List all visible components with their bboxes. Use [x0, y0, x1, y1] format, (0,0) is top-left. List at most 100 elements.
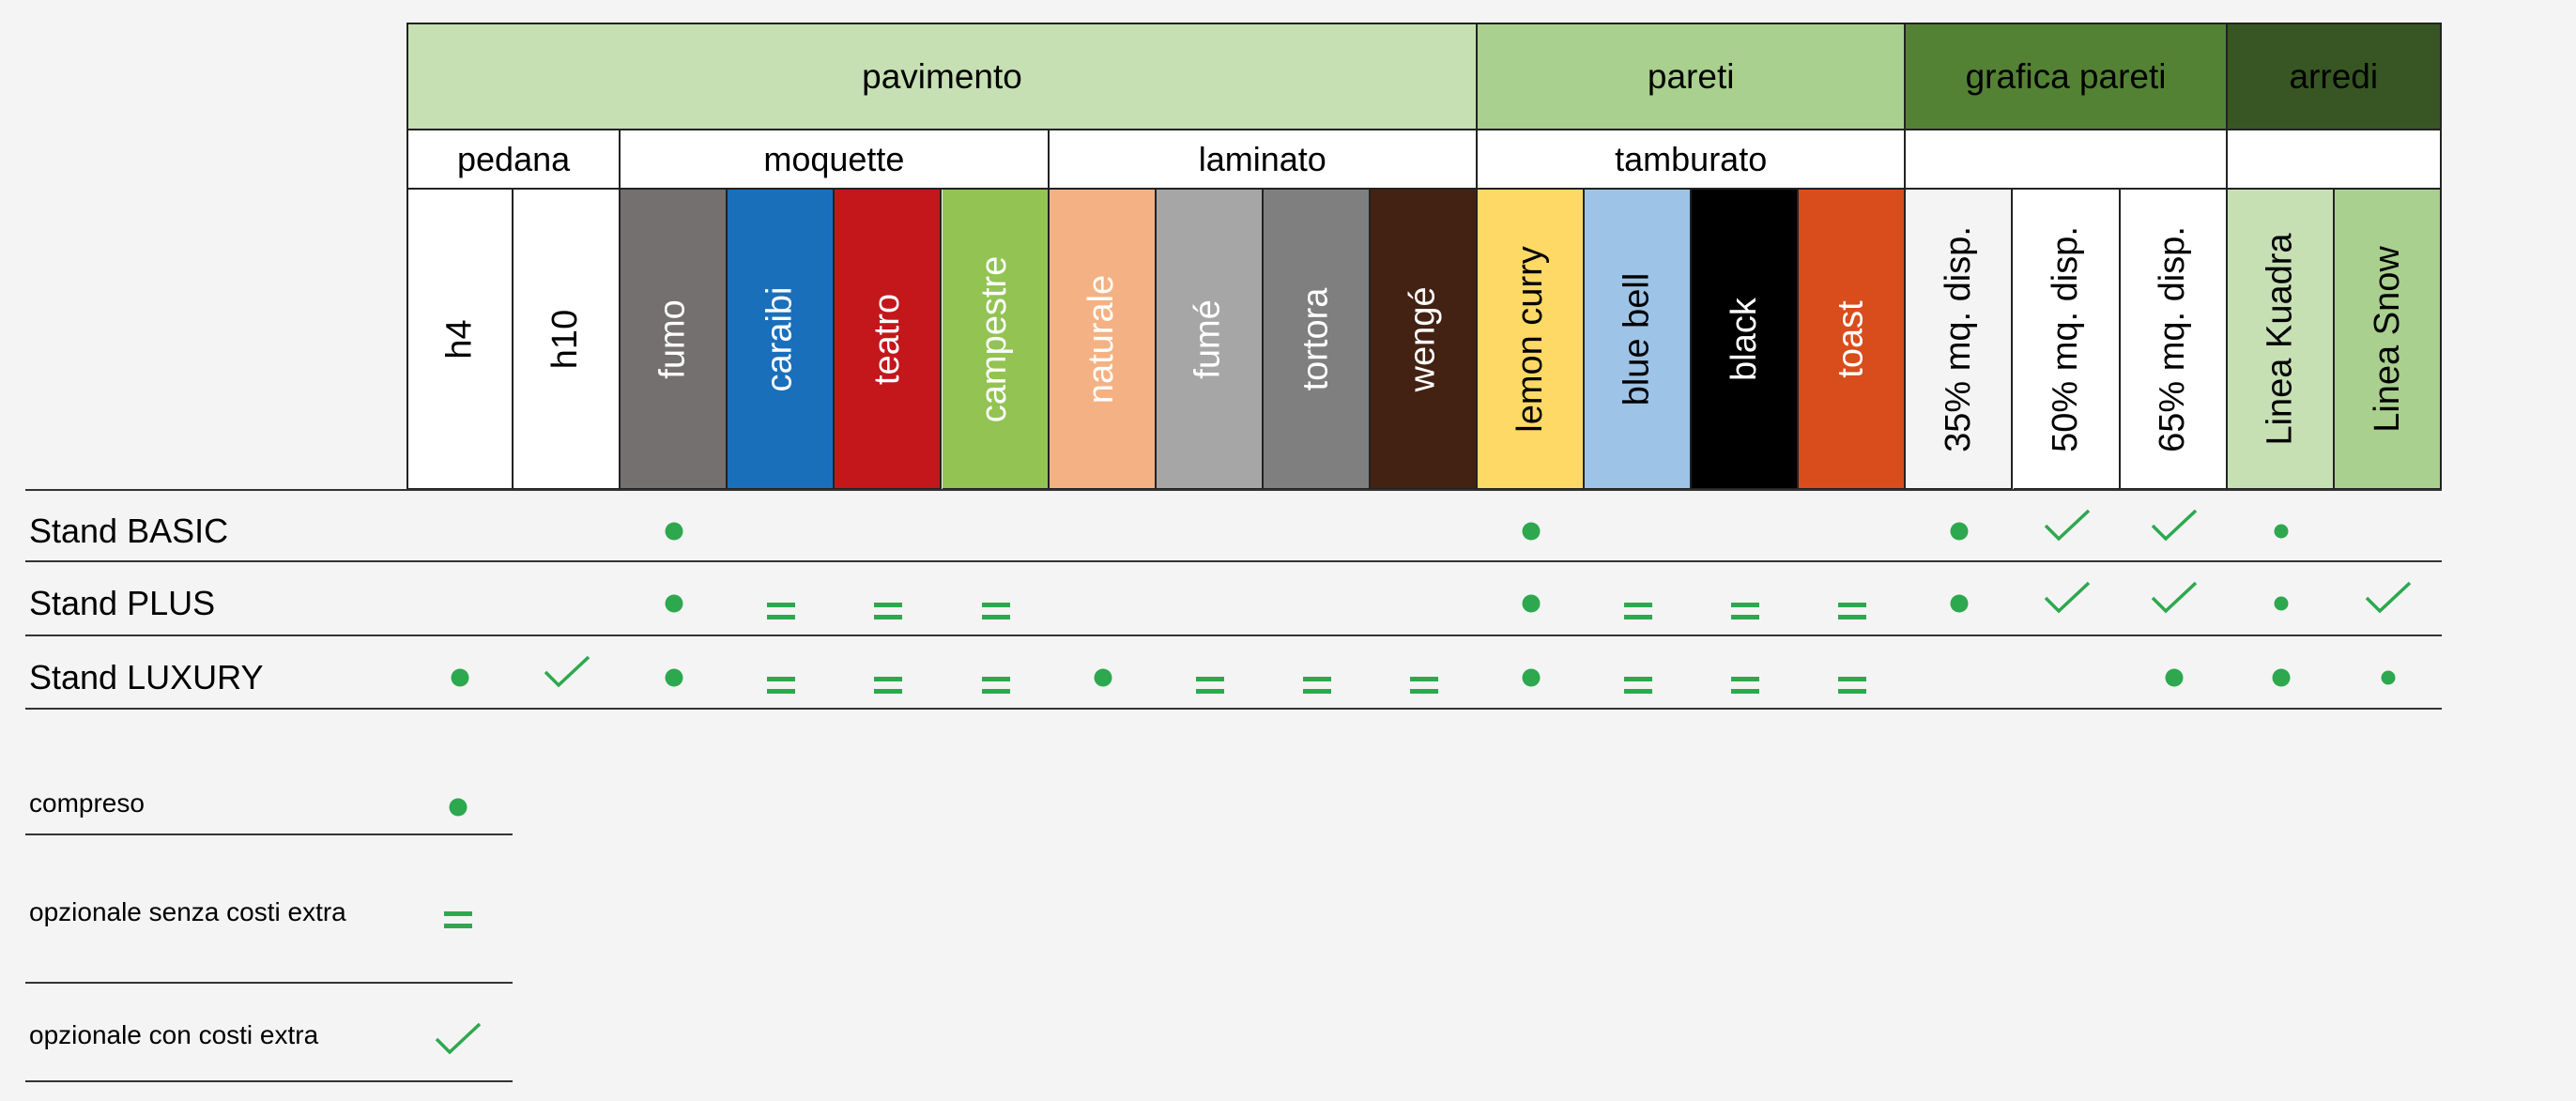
column-header: blue bell: [1585, 190, 1693, 490]
column-label: Linea Snow: [2367, 245, 2407, 433]
included-dot-icon: [2274, 524, 2289, 539]
optional-extra-check-icon: [2043, 507, 2092, 544]
column-header: lemon curry: [1478, 190, 1586, 490]
column-label: toast: [1831, 299, 1871, 378]
optional-free-equals-icon: [1731, 603, 1760, 619]
column-label: fumo: [652, 298, 693, 379]
optional-free-equals-icon: [874, 677, 903, 694]
included-dot-icon: [451, 668, 469, 687]
included-dot-icon: [665, 668, 683, 687]
column-header: toast: [1799, 190, 1907, 490]
included-dot-icon: [2165, 668, 2184, 687]
optional-free-equals-icon: [767, 603, 796, 619]
legend-divider: [25, 1080, 513, 1082]
legend-dot-icon: [449, 798, 468, 817]
optional-free-equals-icon: [1624, 677, 1653, 694]
column-header: campestre: [942, 190, 1050, 490]
column-header: h4: [406, 190, 514, 490]
subgroup-header-grafica-empty: [1906, 130, 2228, 190]
included-dot-icon: [1950, 522, 1969, 541]
optional-free-equals-icon: [1838, 677, 1867, 694]
optional-extra-check-icon: [2364, 579, 2413, 617]
included-dot-icon: [1094, 668, 1112, 687]
column-label: wengé: [1403, 286, 1443, 391]
row-divider: [25, 708, 2442, 710]
column-label: campestre: [974, 255, 1015, 422]
optional-free-equals-icon: [874, 603, 903, 619]
column-label: tortora: [1296, 287, 1336, 390]
column-header: wengé: [1370, 190, 1478, 490]
column-label: teatro: [866, 293, 907, 385]
included-dot-icon: [665, 522, 683, 541]
column-header: Linea Kuadra: [2227, 190, 2335, 490]
group-header-grafica-pareti: grafica pareti: [1906, 23, 2228, 130]
optional-free-equals-icon: [1302, 677, 1331, 694]
column-label: 65% mq. disp.: [2153, 225, 2193, 452]
subgroup-header-laminato: laminato: [1049, 130, 1478, 190]
optional-free-equals-icon: [1409, 677, 1438, 694]
column-header: tortora: [1263, 190, 1371, 490]
column-header: fumé: [1156, 190, 1264, 490]
row-label: Stand LUXURY: [29, 658, 264, 696]
column-header: black: [1692, 190, 1800, 490]
optional-extra-check-icon: [2150, 507, 2199, 544]
optional-extra-check-icon: [543, 653, 591, 691]
column-header: teatro: [835, 190, 943, 490]
column-header: naturale: [1049, 190, 1157, 490]
included-dot-icon: [2272, 668, 2291, 687]
column-header: 50% mq. disp.: [2013, 190, 2121, 490]
column-header: fumo: [621, 190, 728, 490]
column-label: fumé: [1188, 298, 1229, 379]
column-label: h4: [439, 318, 480, 359]
row-label: Stand BASIC: [29, 512, 229, 550]
row-divider: [25, 635, 2442, 636]
subgroup-header-moquette: moquette: [621, 130, 1050, 190]
optional-free-equals-icon: [1624, 603, 1653, 619]
included-dot-icon: [665, 594, 683, 613]
included-dot-icon: [1522, 668, 1541, 687]
legend-label: compreso: [29, 788, 145, 818]
optional-free-equals-icon: [981, 603, 1010, 619]
group-header-pavimento: pavimento: [406, 23, 1478, 130]
legend-label: opzionale con costi extra: [29, 1020, 319, 1049]
column-label: caraibi: [759, 286, 800, 391]
legend-equals-icon: [444, 911, 472, 928]
optional-free-equals-icon: [1195, 677, 1224, 694]
group-header-arredi: arredi: [2227, 23, 2442, 130]
included-dot-icon: [2381, 670, 2396, 685]
optional-extra-check-icon: [2150, 579, 2199, 617]
optional-free-equals-icon: [767, 677, 796, 694]
column-header: 65% mq. disp.: [2120, 190, 2228, 490]
included-dot-icon: [2274, 596, 2289, 611]
subgroup-header-tamburato: tamburato: [1478, 130, 1907, 190]
optional-free-equals-icon: [1838, 603, 1867, 619]
column-header: Linea Snow: [2334, 190, 2442, 490]
column-label: black: [1724, 297, 1764, 381]
legend-check-icon: [434, 1020, 483, 1058]
column-label: 50% mq. disp.: [2046, 225, 2086, 452]
group-header-pareti: pareti: [1478, 23, 1907, 130]
optional-extra-check-icon: [2043, 579, 2092, 617]
column-header: 35% mq. disp.: [1906, 190, 2014, 490]
column-label: lemon curry: [1510, 245, 1550, 433]
included-dot-icon: [1522, 522, 1541, 541]
included-dot-icon: [1522, 594, 1541, 613]
column-header: caraibi: [728, 190, 836, 490]
legend-divider: [25, 833, 513, 835]
included-dot-icon: [1950, 594, 1969, 613]
table-rule: [25, 489, 2442, 491]
column-label: naturale: [1081, 274, 1122, 404]
column-label: blue bell: [1617, 272, 1657, 405]
row-label: Stand PLUS: [29, 584, 216, 622]
row-divider: [25, 560, 2442, 562]
column-label: 35% mq. disp.: [1938, 225, 1978, 452]
column-header: h10: [514, 190, 621, 490]
subgroup-header-arredi-empty: [2227, 130, 2442, 190]
optional-free-equals-icon: [981, 677, 1010, 694]
legend-divider: [25, 982, 513, 984]
column-label: Linea Kuadra: [2260, 232, 2300, 446]
subgroup-header-pedana: pedana: [406, 130, 621, 190]
legend-label: opzionale senza costi extra: [29, 897, 346, 926]
column-label: h10: [545, 309, 586, 369]
